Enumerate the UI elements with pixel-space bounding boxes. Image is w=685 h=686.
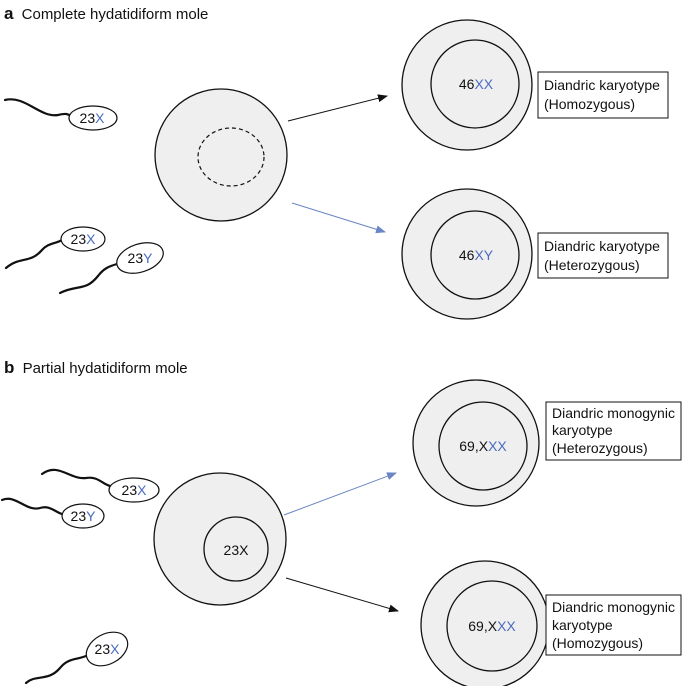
sperm-b3: 23X [24, 631, 129, 685]
label-line: Diandric monogynic [552, 599, 675, 615]
result-nucleus [446, 580, 538, 672]
egg-nucleus-label: 23X [224, 542, 250, 558]
sperm-tail [58, 262, 119, 295]
sperm-a1-label: 23X [80, 110, 106, 126]
sperm-tail [40, 468, 112, 488]
arrow-to-homozygous [287, 94, 388, 122]
empty-egg [154, 88, 288, 222]
sperm-a2: 23X [4, 226, 106, 270]
sperm-b1: 23X [40, 468, 160, 503]
label-line: Diandric monogynic [552, 405, 675, 421]
panel-b-letter: b [4, 358, 14, 377]
label-line: Diandric karyotype [544, 77, 660, 93]
sperm-a2-label: 23X [71, 231, 97, 247]
label-line: (Heterozygous) [552, 440, 648, 456]
sperm-head [108, 477, 160, 503]
arrow-to-heterozygous [291, 202, 386, 234]
label-line: (Heterozygous) [544, 257, 640, 273]
karyotype-69xxx-het: 69,XXX [459, 438, 507, 454]
sperm-b2: 23Y [0, 497, 105, 529]
panel-a-letter: a [4, 4, 14, 23]
sperm-a3: 23Y [58, 242, 164, 295]
sperm-tail [3, 98, 73, 118]
karyotype-46xx: 46XX [459, 76, 494, 92]
panel-b-title: b Partial hydatidiform mole [4, 358, 188, 377]
arrow-to-homozygous [285, 577, 399, 613]
haploid-egg: 23X [153, 472, 287, 606]
label-box-homozygous [545, 594, 682, 656]
result-nucleus [438, 401, 528, 491]
sperm-head [60, 226, 106, 252]
sperm-a1: 23X [3, 98, 118, 131]
label-line: karyotype [552, 617, 613, 633]
label-box-heterozygous [545, 401, 682, 461]
label-box-homozygous [537, 71, 669, 119]
sperm-b3-label: 23X [95, 641, 121, 657]
panel-a-title: a Complete hydatidiform mole [4, 4, 208, 23]
sperm-tail [4, 238, 64, 270]
sperm-tail [24, 654, 88, 685]
result-b-top: 69,XXX Diandric monogynic karyotype (Het… [412, 379, 682, 507]
egg-cell [154, 88, 288, 222]
arrow-to-heterozygous [283, 472, 397, 516]
karyotype-69xxx-hom: 69,XXX [468, 618, 516, 634]
label-line: (Homozygous) [544, 96, 635, 112]
egg-nucleus [203, 516, 269, 582]
sperm-b1-label: 23X [122, 482, 148, 498]
sperm-head [85, 631, 129, 667]
label-line: Diandric karyotype [544, 238, 660, 254]
label-box-heterozygous [537, 232, 669, 279]
sperm-tail [0, 497, 64, 516]
sperm-head [61, 503, 105, 529]
panel-a-title-text: Complete hydatidiform mole [22, 6, 209, 23]
sperm-a3-label: 23Y [128, 250, 154, 266]
result-nucleus [430, 39, 520, 129]
label-line: (Homozygous) [552, 635, 643, 651]
result-b-bottom: 69,XXX Diandric monogynic karyotype (Hom… [420, 560, 682, 686]
result-a-bottom: 46XY Diandric karyotype (Heterozygous) [401, 188, 669, 320]
label-line: karyotype [552, 422, 613, 438]
sperm-b2-label: 23Y [71, 508, 97, 524]
result-a-top: 46XX Diandric karyotype (Homozygous) [401, 19, 669, 151]
result-nucleus [430, 210, 520, 300]
empty-nucleus [197, 127, 265, 187]
panel-b-title-text: Partial hydatidiform mole [23, 360, 188, 377]
sperm-head [68, 105, 118, 131]
sperm-head [116, 242, 164, 274]
karyotype-46xy: 46XY [459, 247, 494, 263]
